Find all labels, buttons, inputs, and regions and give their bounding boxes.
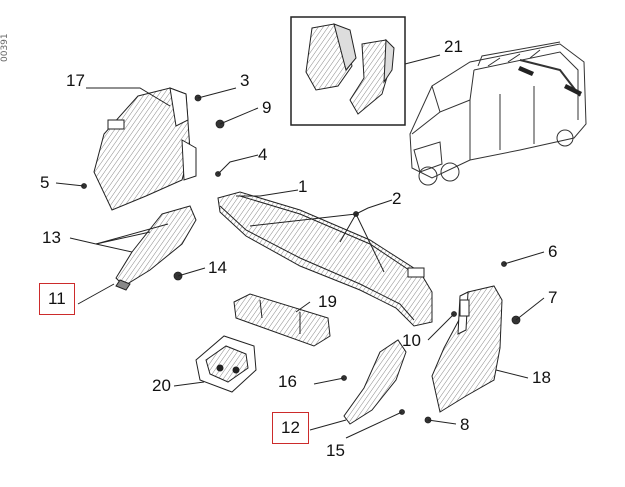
- callout-7[interactable]: 7: [548, 288, 558, 307]
- callout-15[interactable]: 15: [326, 441, 345, 460]
- callout-16[interactable]: 16: [278, 372, 297, 391]
- part-18-label-tag: [459, 299, 470, 317]
- part-12-bracket: [343, 339, 407, 425]
- part-17-trim: [93, 87, 197, 211]
- van-illustration: [409, 41, 587, 186]
- leader-lines: [55, 87, 545, 439]
- part-20-block: [195, 335, 257, 393]
- callout-21[interactable]: 21: [444, 37, 463, 56]
- callout-9[interactable]: 9: [262, 98, 272, 117]
- van-highlighted-step: [518, 66, 582, 96]
- callout-8[interactable]: 8: [460, 415, 470, 434]
- callout-12[interactable]: 12: [272, 412, 309, 444]
- callout-5[interactable]: 5: [40, 173, 50, 192]
- callout-3[interactable]: 3: [240, 71, 250, 90]
- callout-14[interactable]: 14: [208, 258, 227, 277]
- part-11-bracket: [115, 205, 197, 291]
- callout-20[interactable]: 20: [152, 376, 171, 395]
- leader-21: [404, 54, 441, 65]
- callout-11[interactable]: 11: [39, 283, 75, 315]
- part-1-step: [217, 191, 433, 327]
- part-17-label-tag: [107, 119, 125, 130]
- callout-1[interactable]: 1: [298, 177, 308, 196]
- callout-17[interactable]: 17: [66, 71, 85, 90]
- callout-10[interactable]: 10: [402, 331, 421, 350]
- callout-6[interactable]: 6: [548, 242, 558, 261]
- part-19-mat: [233, 293, 331, 347]
- callout-13[interactable]: 13: [42, 228, 61, 247]
- callout-19[interactable]: 19: [318, 292, 337, 311]
- callout-2[interactable]: 2: [392, 189, 402, 208]
- inset-part-left: [305, 23, 357, 91]
- inset-part-right: [349, 38, 395, 115]
- part-1-label-tag: [407, 267, 425, 278]
- callout-4[interactable]: 4: [258, 145, 268, 164]
- callout-18[interactable]: 18: [532, 368, 551, 387]
